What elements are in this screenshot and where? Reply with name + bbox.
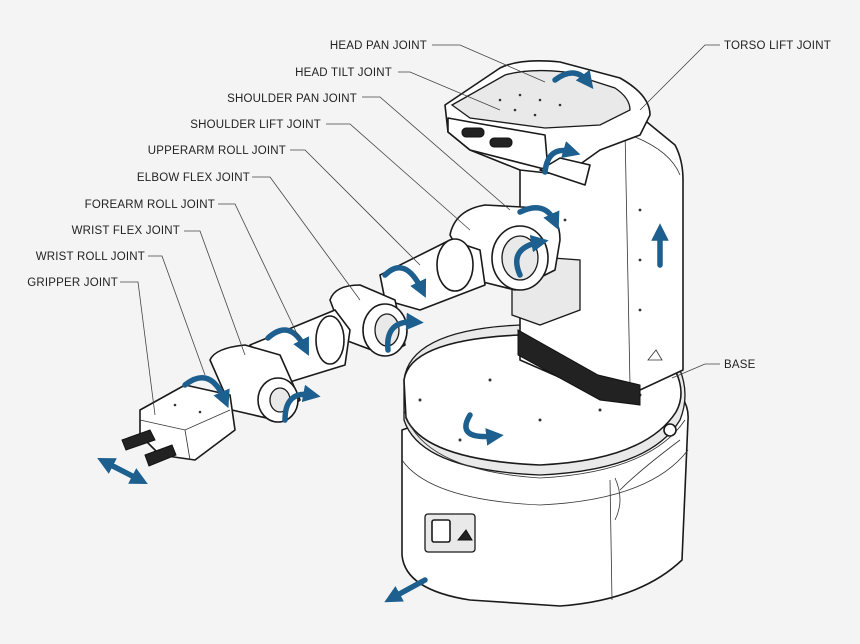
wrist-roll-arrow [182, 375, 230, 409]
joint-labels: HEAD PAN JOINT HEAD TILT JOINT SHOULDER … [27, 40, 831, 371]
shoulder-lift-arrow [514, 234, 549, 278]
elbow-flex-arrow [385, 312, 424, 353]
label-elbow-flex-joint: ELBOW FLEX JOINT [137, 172, 250, 184]
motion-arrows [97, 69, 669, 603]
arm-illustration [121, 204, 561, 467]
label-head-pan-joint: HEAD PAN JOINT [330, 40, 427, 52]
head-tilt-arrow [542, 141, 581, 175]
gripper-arrow [97, 457, 148, 485]
leader-lines [120, 44, 720, 416]
forearm-roll-arrow [265, 327, 309, 356]
label-wrist-flex-joint: WRIST FLEX JOINT [72, 225, 180, 237]
label-forearm-roll-joint: FOREARM ROLL JOINT [85, 199, 215, 211]
label-shoulder-lift-joint: SHOULDER LIFT JOINT [190, 119, 321, 131]
base-rotate-arrow [463, 412, 504, 446]
upperarm-roll-arrow [382, 265, 427, 298]
wrist-flex-arrow [282, 384, 321, 423]
shoulder-pan-arrow [517, 205, 560, 231]
label-shoulder-pan-joint: SHOULDER PAN JOINT [227, 93, 357, 105]
label-upperarm-roll-joint: UPPERARM ROLL JOINT [148, 145, 286, 157]
label-wrist-roll-joint: WRIST ROLL JOINT [36, 251, 145, 263]
label-base: BASE [724, 359, 756, 371]
label-gripper-joint: GRIPPER JOINT [27, 277, 118, 289]
label-head-tilt-joint: HEAD TILT JOINT [295, 67, 392, 79]
label-torso-lift-joint: TORSO LIFT JOINT [724, 40, 831, 52]
head-pan-arrow [552, 69, 594, 89]
base-drive-arrow [384, 577, 428, 603]
